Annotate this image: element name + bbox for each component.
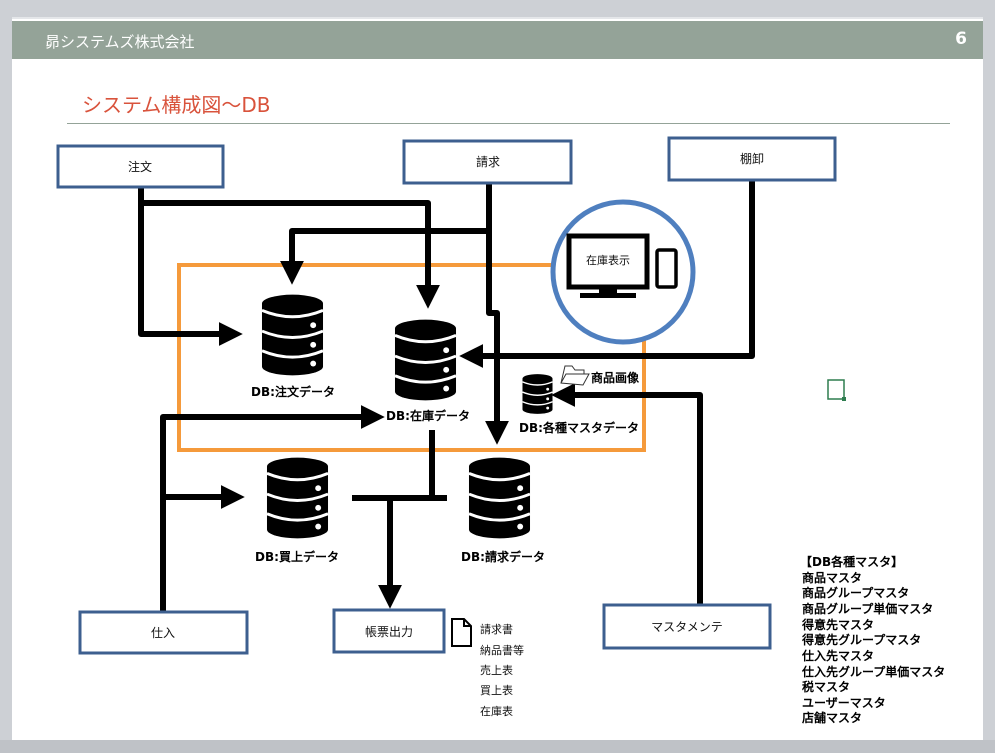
master-list-item: 店舗マスタ: [802, 710, 862, 725]
report-item: 納品書等: [480, 643, 524, 657]
company-name: 昴システムズ株式会社: [45, 33, 195, 51]
report-item: 在庫表: [480, 704, 513, 718]
master-list-item: 税マスタ: [802, 679, 850, 694]
master-list-item: 仕入先マスタ: [801, 648, 874, 663]
box-billing[interactable]: 請求: [402, 139, 573, 185]
box-purchase-label: 仕入: [151, 626, 175, 640]
stock-display: 在庫表示: [550, 199, 696, 345]
box-report-output-label: 帳票出力: [365, 625, 413, 639]
database-icon: [394, 318, 457, 402]
master-list-item: 仕入先グループ単価マスタ: [801, 664, 945, 679]
page-number: 6: [955, 29, 967, 49]
db-stock-label: DB:在庫データ: [386, 408, 470, 423]
arrow-master-maint-to-master-db: [551, 383, 703, 605]
db-billing-label: DB:請求データ: [461, 549, 545, 564]
connectors: [138, 180, 755, 612]
db-order-label: DB:注文データ: [251, 384, 335, 399]
db-purchase-label: DB:買上データ: [255, 549, 339, 564]
master-list: 【DB各種マスタ】 商品マスタ 商品グループマスタ 商品グループ単価マスタ 得意…: [800, 554, 945, 725]
box-master-maintenance[interactable]: マスタメンテ: [602, 603, 772, 650]
box-report-output[interactable]: 帳票出力: [332, 608, 446, 654]
slide-title: システム構成図～DB: [82, 93, 271, 117]
report-item: 買上表: [480, 683, 513, 697]
arrow-order-to-stock-db: [141, 200, 440, 309]
arrow-purchase-to-stock-db: [160, 405, 385, 612]
master-list-item: 商品グループマスタ: [802, 585, 909, 600]
folder-icon: [560, 365, 590, 386]
master-list-item: 商品グループ単価マスタ: [802, 601, 933, 616]
database-icon: [261, 293, 324, 377]
database-icon: [522, 373, 553, 415]
database-icon: [266, 456, 329, 540]
box-purchase[interactable]: 仕入: [78, 610, 249, 655]
title-divider: [67, 123, 950, 124]
box-master-maintenance-label: マスタメンテ: [651, 620, 723, 634]
box-stocktake-label: 棚卸: [740, 151, 764, 166]
box-order[interactable]: 注文: [56, 144, 225, 189]
slide-header: 昴システムズ株式会社 6: [12, 21, 983, 59]
master-list-item: 得意先グループマスタ: [801, 632, 921, 647]
master-list-item: 商品マスタ: [802, 570, 862, 585]
box-stocktake[interactable]: 棚卸: [667, 136, 837, 182]
arrow-billing-to-billing-db: [485, 231, 509, 445]
smartphone-icon: [655, 248, 678, 289]
monitor-icon: [566, 233, 650, 290]
database-icon: [468, 456, 531, 540]
selection-handle[interactable]: [827, 379, 845, 400]
master-list-heading: 【DB各種マスタ】: [800, 554, 903, 569]
arrow-stocktake-to-stock-db: [459, 180, 755, 368]
arrow-order-to-order-db: [138, 187, 243, 346]
report-list: 請求書 納品書等 売上表 買上表 在庫表: [480, 622, 524, 718]
master-list-item: ユーザーマスタ: [802, 696, 886, 710]
stock-display-label: 在庫表示: [586, 253, 630, 267]
product-images-label: 商品画像: [591, 370, 640, 385]
box-billing-label: 請求: [476, 155, 500, 169]
db-master-label: DB:各種マスタデータ: [519, 420, 639, 435]
arrow-billing-to-order-db: [280, 183, 492, 285]
report-item: 請求書: [480, 622, 513, 636]
document-icon: [451, 618, 472, 647]
master-list-item: 得意先マスタ: [801, 617, 874, 632]
box-order-label: 注文: [128, 159, 152, 174]
bottom-scrollbar[interactable]: [0, 740, 995, 753]
report-item: 売上表: [480, 663, 513, 677]
